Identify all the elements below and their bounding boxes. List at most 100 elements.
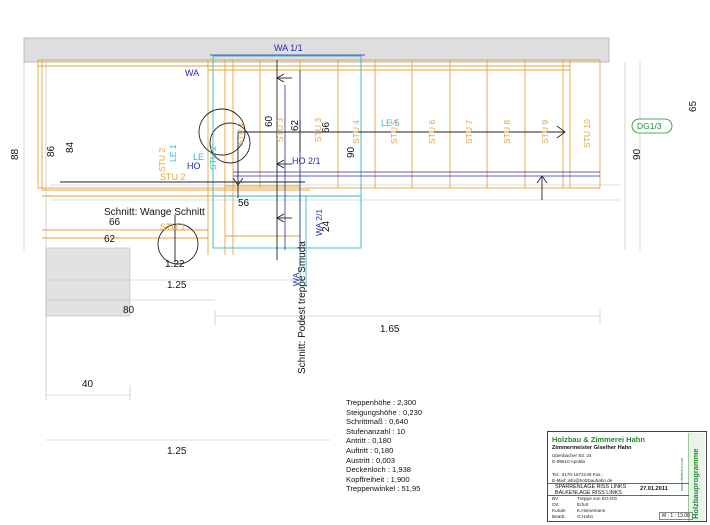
dim-56: 56 bbox=[238, 198, 250, 209]
construction-lines bbox=[23, 62, 641, 441]
divider bbox=[548, 495, 689, 496]
parameter-separator: : bbox=[395, 484, 402, 494]
parameter-value: 0,640 bbox=[389, 417, 409, 427]
label-stu-7: STU 7 bbox=[464, 120, 474, 144]
meta-key: Ort bbox=[552, 502, 559, 508]
left-wall-block bbox=[45, 247, 131, 317]
stair-parameter-row: Austritt : 0,003 bbox=[346, 456, 422, 466]
scale-label: M : 1 : 13.00 bbox=[659, 512, 693, 520]
parameter-value: 0,003 bbox=[375, 455, 395, 465]
stair-parameter-row: Stufenanzahl : 10 bbox=[346, 427, 422, 437]
label-ho: HO bbox=[187, 161, 201, 171]
stringers-cyan bbox=[212, 55, 362, 285]
dim-1-25a: 1.25 bbox=[167, 280, 187, 291]
label-stu-2b: STU 2 bbox=[160, 172, 186, 182]
parameter-value: 0,230 bbox=[403, 407, 423, 417]
meta-value: Erfurt bbox=[577, 502, 589, 508]
meta-value: Treppe von EG-DG bbox=[577, 496, 618, 501]
label-stu-5: STU 5 bbox=[389, 120, 399, 144]
parameter-separator: : bbox=[384, 474, 391, 484]
meta-value: G.Hahn bbox=[577, 514, 594, 520]
beams-blue bbox=[210, 54, 600, 250]
drawing-date: 27.01.2011 bbox=[640, 486, 668, 492]
label-section-podest: Schnitt: Podest treppe Smuda bbox=[297, 241, 308, 374]
address-line: Tel.: 0170-1674149 Fax.: bbox=[552, 471, 603, 477]
parameter-separator: : bbox=[390, 398, 398, 407]
dim-1-65: 1.65 bbox=[380, 324, 400, 335]
parameter-value: 0,180 bbox=[372, 436, 392, 446]
meta-row: Ort Erfurt bbox=[552, 502, 588, 508]
dim-88: 88 bbox=[10, 148, 21, 160]
parameter-value: 1,900 bbox=[390, 474, 410, 484]
label-stu-8: STU 8 bbox=[502, 120, 512, 144]
parameter-value: 51,95 bbox=[401, 484, 421, 494]
stair-parameter-row: Auftritt : 0,180 bbox=[346, 446, 422, 456]
dim-60: 60 bbox=[264, 115, 275, 127]
label-stu-2c: STU 2 bbox=[208, 146, 218, 170]
label-stu-2: STU 2 bbox=[157, 148, 167, 172]
parameter-value: 10 bbox=[396, 426, 406, 436]
parameter-label: Austritt bbox=[346, 455, 370, 465]
parameter-separator: : bbox=[396, 407, 404, 417]
parameter-label: Kopffreiheit bbox=[346, 474, 385, 484]
company-owner: Zimmermeister Giselher Hahn bbox=[552, 445, 632, 451]
dim-66b: 66 bbox=[109, 217, 121, 228]
label-wa: WA bbox=[185, 68, 199, 78]
sheet-line: BALKENLAGE RISS LINKS bbox=[555, 490, 622, 497]
dim-62: 62 bbox=[290, 119, 301, 131]
meta-row: BV Treppe von EG-DG bbox=[552, 496, 617, 502]
label-stu-4: STU 4 bbox=[351, 120, 361, 144]
meta-key: BV bbox=[552, 496, 559, 501]
stair-parameter-row: Treppenhöhe : 2,300 bbox=[346, 398, 422, 408]
parameter-label: Schrittmaß bbox=[346, 417, 383, 427]
label-le-2: LE bbox=[193, 152, 204, 162]
parameter-separator: : bbox=[369, 455, 376, 465]
label-wa-2-1: WA 2/1 bbox=[314, 209, 324, 236]
dim-80: 80 bbox=[123, 305, 135, 316]
dim-40: 40 bbox=[82, 379, 94, 390]
stair-parameter-row: Antritt : 0,180 bbox=[346, 436, 422, 446]
company-name: Holzbau & Zimmerei Hahn bbox=[552, 435, 645, 444]
stair-grid-orange bbox=[37, 59, 601, 255]
ceiling-wall-strip bbox=[23, 37, 610, 63]
logo-holzbauprogramme: Holzbauprogramme bbox=[688, 433, 705, 521]
label-ho-2-1: HO 2/1 bbox=[292, 156, 321, 166]
address-line: D-99510 Apolda bbox=[552, 459, 585, 465]
stair-parameter-row: Kopffreiheit : 1,900 bbox=[346, 475, 422, 485]
parameter-value: 0,180 bbox=[374, 445, 394, 455]
label-wa-1-1: WA 1/1 bbox=[274, 43, 303, 53]
dim-84: 84 bbox=[65, 141, 76, 153]
parameter-label: Steigungshöhe bbox=[346, 407, 397, 417]
divider bbox=[548, 483, 689, 484]
parameter-label: Auftritt bbox=[346, 445, 368, 455]
dim-86: 86 bbox=[46, 145, 57, 157]
meta-key: Bearb. bbox=[552, 514, 566, 520]
label-section-wange: Schnitt: Wange Schnitt bbox=[104, 207, 205, 218]
title-block: Holzbau & Zimmerei Hahn Zimmermeister Gi… bbox=[547, 431, 707, 522]
stair-parameter-row: Deckenloch : 1,938 bbox=[346, 465, 422, 475]
dim-90a: 90 bbox=[346, 146, 357, 158]
address-line: Ubenbacher Str. 24 bbox=[552, 453, 592, 458]
stair-parameter-row: Treppenwinkel : 51,95 bbox=[346, 484, 422, 494]
meta-value: K.Heinemann bbox=[577, 508, 606, 514]
dim-66a: 66 bbox=[321, 121, 332, 133]
dim-1-25b: 1.25 bbox=[167, 446, 187, 457]
label-stu-9: STU 9 bbox=[540, 120, 550, 144]
parameter-label: Deckenloch bbox=[346, 465, 386, 475]
parameter-separator: : bbox=[382, 417, 390, 427]
parameter-label: Treppenwinkel bbox=[346, 484, 396, 494]
label-le-5: LE 5 bbox=[381, 118, 400, 128]
label-wa-rot: WA bbox=[291, 272, 301, 286]
dim-65: 65 bbox=[688, 100, 699, 112]
dim-1-22: 1.22 bbox=[165, 259, 185, 270]
parameter-label: Treppenhöhe bbox=[346, 398, 391, 407]
label-stu-10: STU 10 bbox=[582, 119, 592, 148]
label-stu-1: STU 1 bbox=[235, 122, 245, 146]
parameter-value: 1,938 bbox=[392, 465, 412, 475]
parameter-separator: : bbox=[365, 436, 373, 446]
